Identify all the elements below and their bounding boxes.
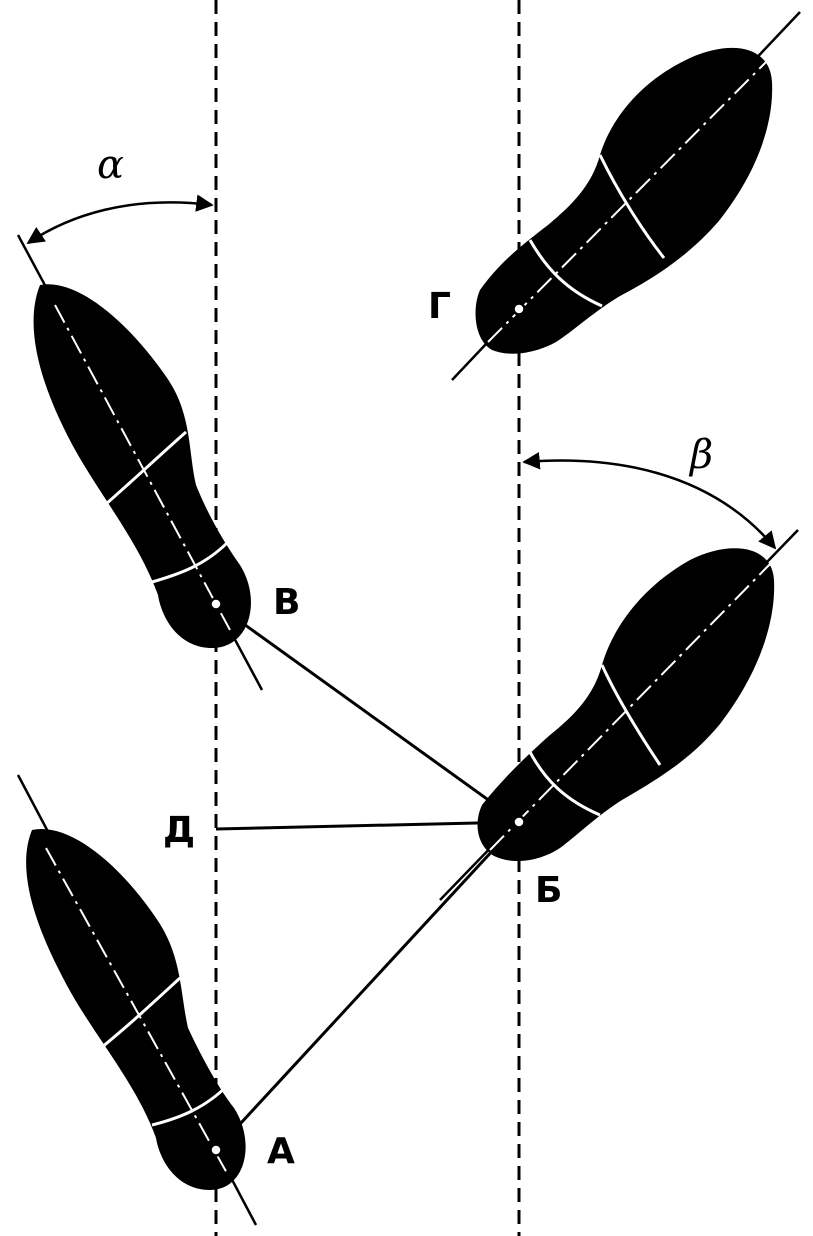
heel-point-v	[209, 597, 223, 611]
sole-g-band-2	[528, 239, 603, 308]
label-point-a: А	[267, 1131, 295, 1172]
label-point-b: Б	[535, 870, 562, 911]
label-point-v: В	[273, 582, 300, 623]
label-angle-alpha: α	[97, 142, 124, 188]
foot-axis-g-inner	[487, 57, 771, 343]
heel-point-a	[209, 1143, 223, 1157]
label-point-d: Д	[163, 810, 195, 851]
footprint-b	[439, 529, 799, 901]
sole-b	[477, 548, 775, 862]
angle-beta-arc	[522, 452, 777, 550]
foot-axis-v-inner	[54, 304, 231, 631]
sole-v-band-1	[96, 430, 187, 514]
sole-b-band-1	[600, 664, 662, 766]
heel-point-b	[512, 815, 526, 829]
footprint-g	[451, 11, 801, 381]
sole-g-band-1	[598, 154, 666, 259]
step-line-v-b	[215, 602, 520, 824]
step-width-line-d-b	[215, 820, 520, 831]
sole-a-band-2	[151, 1083, 230, 1127]
footprint-v	[16, 234, 264, 691]
angle-alpha-arc	[26, 194, 214, 245]
label-angle-beta: β	[688, 432, 713, 478]
step-line-a-b	[214, 820, 521, 1152]
heel-point-g	[512, 302, 526, 316]
sole-v-band-2	[151, 540, 230, 584]
label-point-g: Г	[428, 286, 451, 327]
foot-axis-b-inner	[489, 561, 773, 851]
sole-b-band-2	[528, 751, 601, 817]
sole-a-band-1	[91, 976, 182, 1057]
footprint-a	[16, 774, 258, 1226]
foot-axis-a-inner	[45, 847, 229, 1176]
